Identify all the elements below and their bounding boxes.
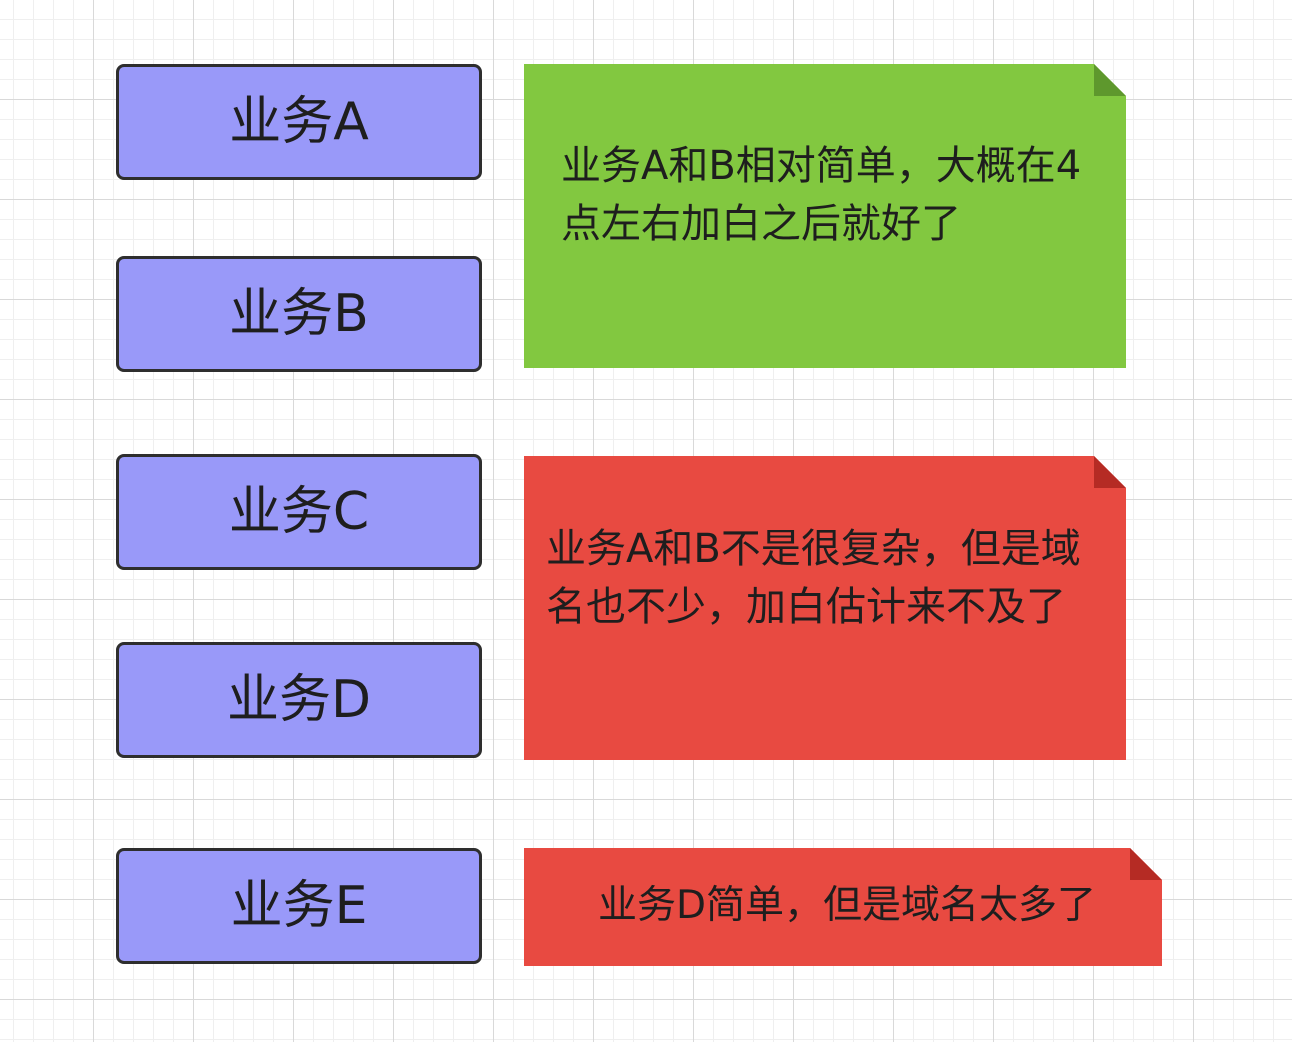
business-box-label: 业务E bbox=[230, 876, 368, 936]
note-fold bbox=[1130, 848, 1162, 880]
business-box-label: 业务A bbox=[229, 92, 369, 152]
note-fold bbox=[1094, 456, 1126, 488]
note-body bbox=[524, 848, 1162, 966]
business-box-c[interactable]: 业务C bbox=[116, 454, 482, 570]
note-shape bbox=[524, 64, 1126, 368]
business-box-label: 业务B bbox=[229, 284, 369, 344]
business-box-a[interactable]: 业务A bbox=[116, 64, 482, 180]
note-fold bbox=[1094, 64, 1126, 96]
note-body bbox=[524, 64, 1126, 368]
note-shape bbox=[524, 456, 1126, 760]
note-ab-simple[interactable]: 业务A和B相对简单，大概在4点左右加白之后就好了 bbox=[524, 64, 1126, 368]
business-box-label: 业务C bbox=[228, 482, 370, 542]
note-text: 业务A和B相对简单，大概在4点左右加白之后就好了 bbox=[561, 143, 1082, 247]
business-box-d[interactable]: 业务D bbox=[116, 642, 482, 758]
business-box-label: 业务D bbox=[226, 670, 372, 730]
business-box-b[interactable]: 业务B bbox=[116, 256, 482, 372]
business-box-e[interactable]: 业务E bbox=[116, 848, 482, 964]
note-shape bbox=[524, 848, 1162, 966]
note-d-simple[interactable]: 业务D简单，但是域名太多了 bbox=[524, 848, 1162, 966]
note-text: 业务A和B不是很复杂，但是域名也不少，加白估计来不及了 bbox=[546, 526, 1081, 630]
note-body bbox=[524, 456, 1126, 760]
note-ab-complex[interactable]: 业务A和B不是很复杂，但是域名也不少，加白估计来不及了 bbox=[524, 456, 1126, 760]
note-text: 业务D简单，但是域名太多了 bbox=[597, 883, 1097, 928]
